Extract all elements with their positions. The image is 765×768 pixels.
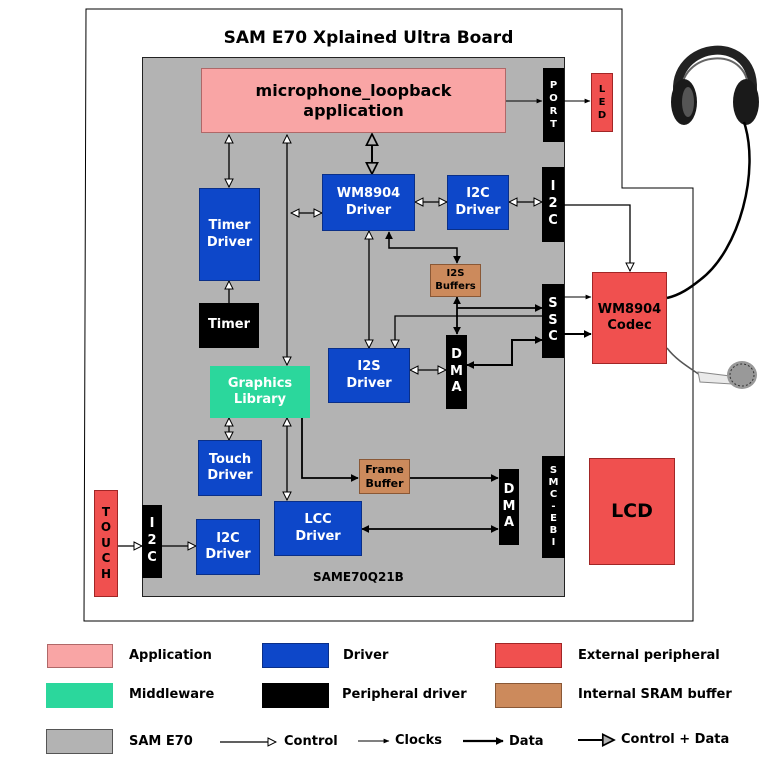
legend-swatch-sam-e70 [46, 729, 113, 754]
legend-label-middleware: Middleware [129, 687, 215, 702]
headphone-cable [666, 121, 751, 300]
lcc-driver-block: LCC Driver [274, 501, 362, 556]
legend-swatch-application [47, 644, 113, 668]
i2c-bottom-peripheral: I 2 C [142, 505, 162, 578]
legend-swatch-middleware [46, 683, 113, 708]
microphone-icon [666, 347, 757, 389]
legend-label-clocks: Clocks [395, 733, 443, 748]
frame-buffer-block: Frame Buffer [359, 459, 410, 494]
timer-driver-block: Timer Driver [199, 188, 260, 281]
dma-bottom-peripheral: D M A [499, 469, 519, 545]
legend-label-control: Control [284, 734, 338, 749]
legend-swatch-internal-sram-buffer [495, 683, 562, 708]
led-external: L E D [591, 73, 613, 132]
lcd-external: LCD [589, 458, 675, 565]
legend-swatch-external-peripheral [495, 643, 562, 668]
legend-label-internal-sram-buffer: Internal SRAM buffer [578, 687, 732, 702]
i2s-driver-block: I2S Driver [328, 348, 410, 403]
i2s-buffers-block: I2S Buffers [430, 264, 481, 297]
legend-swatch-peripheral-driver [262, 683, 329, 708]
i2c-driver-bottom-block: I2C Driver [196, 519, 260, 575]
smc-ebi-peripheral: S M C - E B I [542, 456, 565, 558]
headphones-icon [671, 45, 759, 125]
legend-label-driver: Driver [343, 648, 389, 663]
legend-label-control-data: Control + Data [621, 732, 730, 747]
wm8904-codec-external: WM8904 Codec [592, 272, 667, 364]
port-peripheral: P O R T [543, 68, 564, 142]
microphone-loopback-application-block: microphone_loopback application [201, 68, 506, 133]
i2c-top-peripheral: I 2 C [542, 167, 564, 242]
ssc-peripheral: S S C [542, 284, 564, 358]
legend-label-external-peripheral: External peripheral [578, 648, 720, 663]
touch-driver-block: Touch Driver [198, 440, 262, 496]
legend-label-application: Application [129, 648, 212, 663]
board-title: SAM E70 Xplained Ultra Board [223, 28, 514, 48]
chip-label: SAME70Q21B [313, 570, 404, 584]
wm8904-driver-block: WM8904 Driver [322, 174, 415, 231]
legend-swatch-driver [262, 643, 329, 668]
graphics-library-block: Graphics Library [210, 366, 310, 418]
dma-top-peripheral: D M A [446, 335, 467, 409]
timer-peripheral: Timer [199, 303, 259, 348]
legend-label-peripheral-driver: Peripheral driver [342, 687, 467, 702]
legend-label-data: Data [509, 734, 544, 749]
i2c-driver-top-block: I2C Driver [447, 175, 509, 230]
touch-external: T O U C H [94, 490, 118, 597]
legend-label-sam-e70: SAM E70 [129, 734, 193, 749]
